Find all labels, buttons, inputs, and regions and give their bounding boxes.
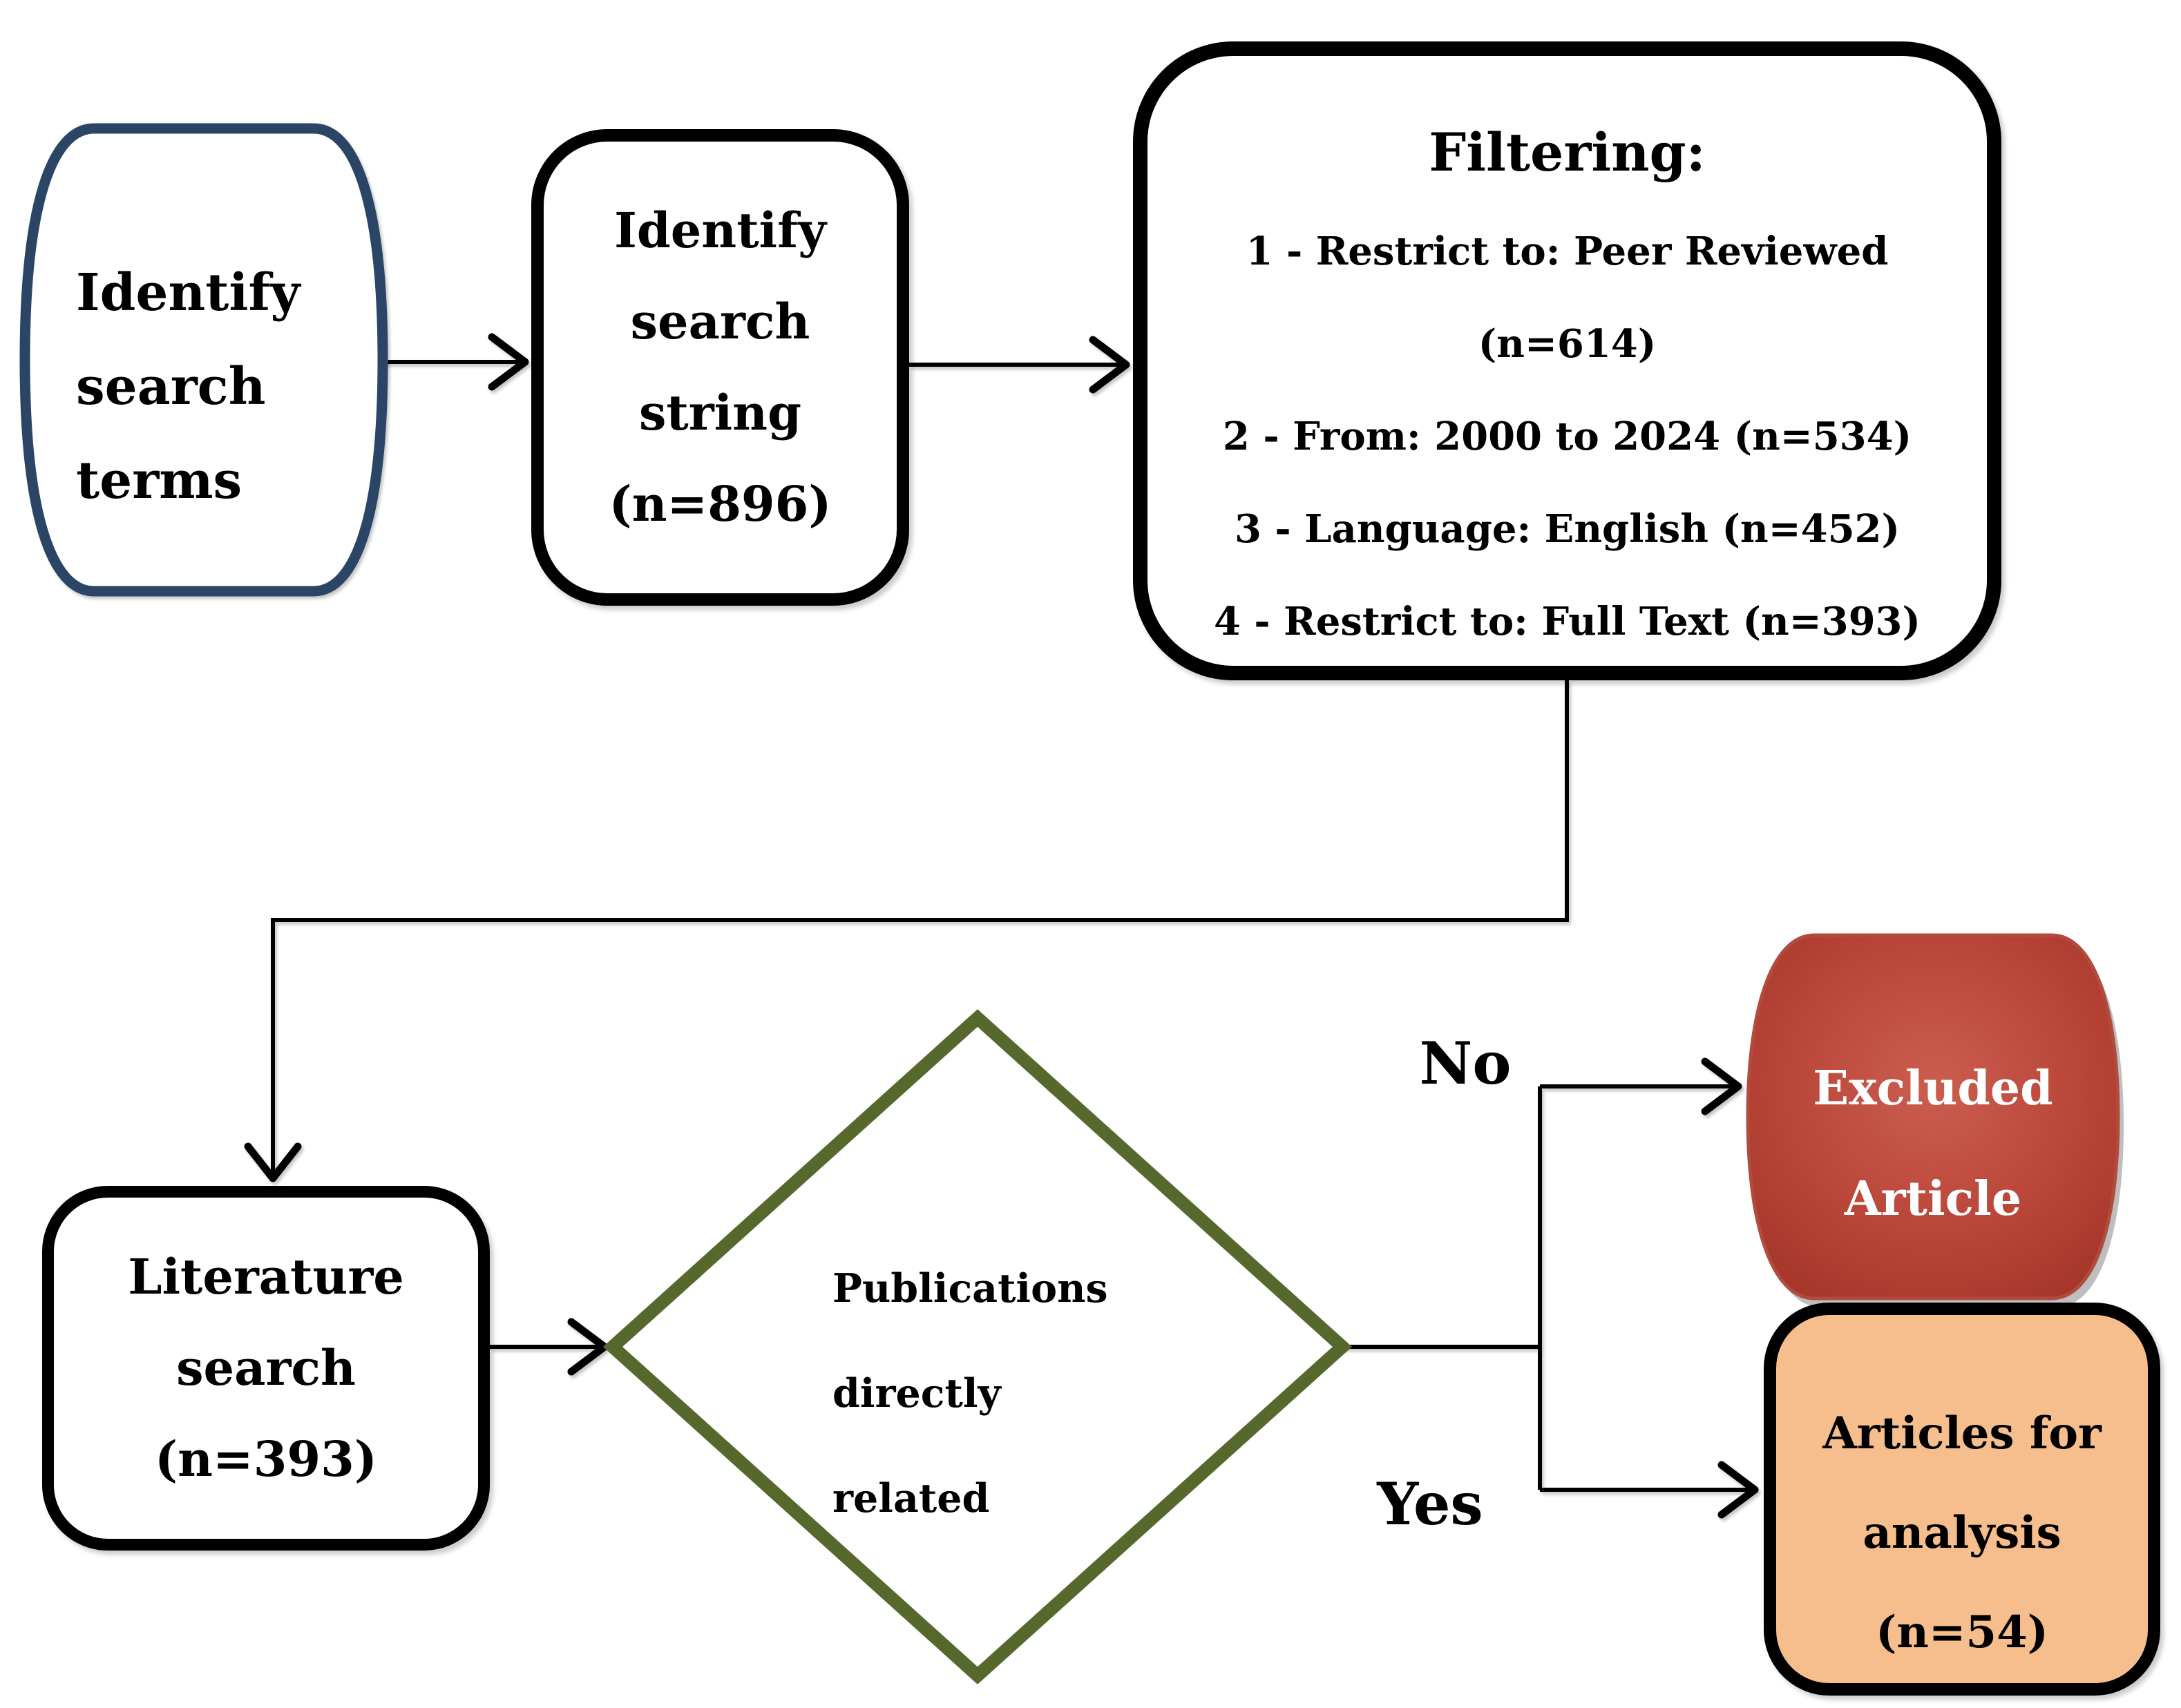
arrowhead-no-to-excluded (1701, 1057, 1742, 1115)
excluded-line: Excluded (1813, 1061, 2053, 1116)
filtering-item: 4 - Restrict to: Full Text (n=393) (1213, 599, 1921, 644)
connectors (244, 333, 1759, 1519)
identify-string-line: Identify (614, 202, 826, 259)
arrowhead-terms-to-string (488, 333, 529, 391)
decision-line: directly (832, 1370, 1001, 1417)
decision-line: related (832, 1475, 990, 1522)
yes-branch-label: Yes (1377, 1470, 1483, 1538)
identify-terms-label: Identify search terms (76, 246, 339, 528)
literature-search-node: Literature search (n=393) (42, 1186, 490, 1551)
arrowhead-string-to-filtering (1089, 336, 1130, 394)
decision-line: Publications (832, 1265, 1108, 1312)
decision-label: Publications directly related (832, 1236, 1150, 1551)
edge-filtering-to-literature (271, 680, 1569, 1174)
filtering-item: 3 - Language: English (n=452) (1234, 506, 1901, 552)
no-branch-label: No (1419, 1029, 1512, 1097)
articles-line: analysis (1863, 1507, 2061, 1559)
identify-terms-line: Identify (76, 263, 301, 323)
articles-line: Articles for (1822, 1408, 2102, 1459)
filtering-title: Filtering: (1429, 122, 1706, 183)
identify-string-count: (n=896) (609, 475, 832, 532)
literature-line: Literature (128, 1248, 404, 1305)
filtering-item: 2 - From: 2000 to 2024 (n=534) (1222, 414, 1912, 459)
excluded-article-shape (1746, 933, 2120, 1301)
decision-diamond (602, 1009, 1353, 1685)
identify-string-node: Identify search string (n=896) (531, 129, 909, 606)
filtering-item: 1 - Restrict to: Peer Reviewed (1246, 229, 1889, 274)
literature-count: (n=393) (155, 1430, 377, 1488)
identify-terms-line: search (76, 357, 266, 416)
filtering-item: (n=614) (1478, 321, 1657, 367)
identify-terms-line: terms (76, 451, 242, 510)
excluded-article-label: Excluded Article (1748, 935, 2118, 1298)
arrowhead-filtering-to-literature (244, 1142, 302, 1182)
identify-string-line: string (638, 384, 802, 441)
identify-terms-shape (19, 123, 388, 597)
articles-for-analysis-node: Articles for analysis (n=54) (1764, 1303, 2160, 1696)
articles-count: (n=54) (1876, 1606, 2048, 1658)
literature-line: search (176, 1339, 356, 1397)
filtering-node: Filtering: 1 - Restrict to: Peer Reviewe… (1133, 41, 2001, 680)
arrowhead-yes-to-articles (1717, 1461, 1759, 1519)
excluded-line: Article (1844, 1171, 2022, 1227)
identify-string-line: search (630, 293, 810, 350)
